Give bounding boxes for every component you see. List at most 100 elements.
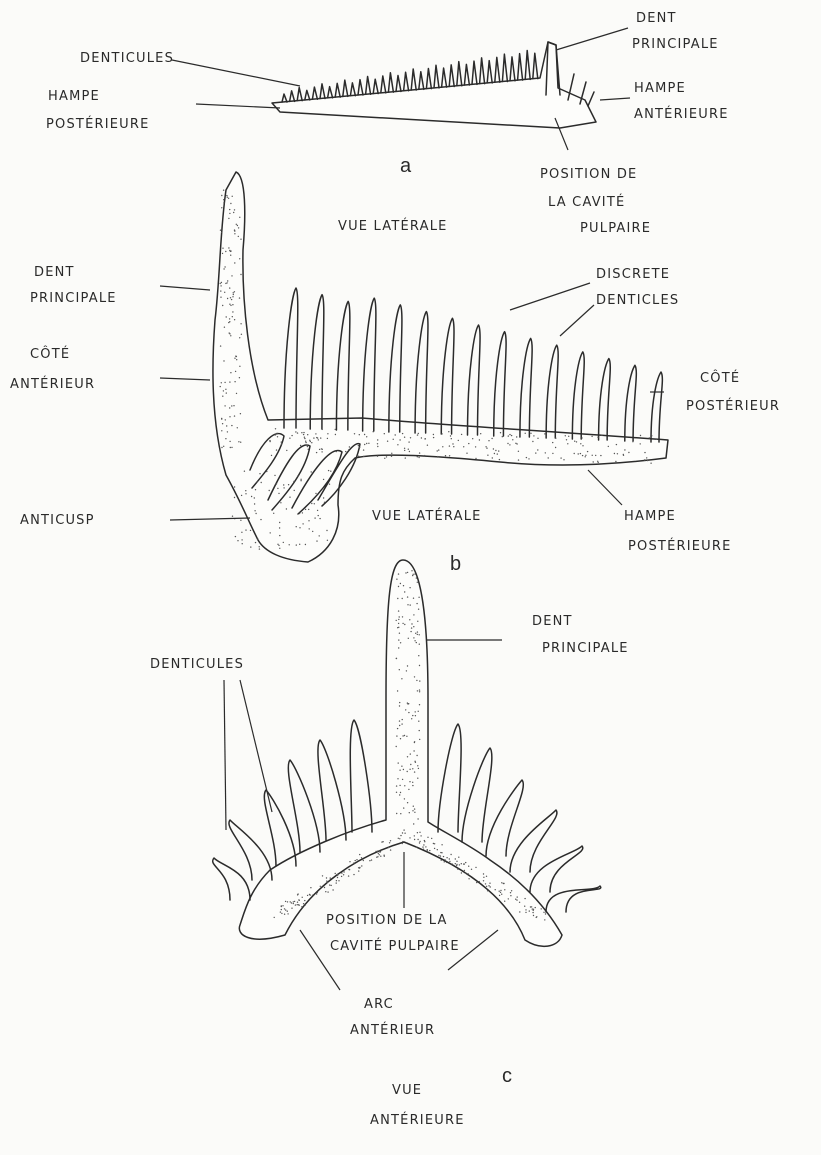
- stipple-dot: [308, 520, 309, 521]
- figure-b-denticle: [389, 305, 402, 432]
- stipple-dot: [287, 911, 288, 912]
- stipple-dot: [409, 812, 410, 813]
- stipple-dot: [407, 596, 408, 597]
- stipple-dot: [235, 371, 236, 372]
- figure-c: DENTICULES DENT PRINCIPALE POSITION DE L…: [150, 560, 629, 1128]
- stipple-dot: [366, 443, 367, 444]
- stipple-dot: [486, 876, 487, 877]
- stipple-dot: [398, 573, 399, 574]
- stipple-dot: [305, 442, 306, 443]
- stipple-dot: [231, 447, 232, 448]
- stipple-dot: [515, 443, 516, 444]
- stipple-dot: [332, 889, 333, 890]
- stipple-dot: [468, 878, 469, 879]
- stipple-dot: [640, 443, 641, 444]
- stipple-dot: [487, 455, 488, 456]
- stipple-dot: [363, 860, 364, 861]
- stipple-dot: [452, 863, 453, 864]
- stipple-dot: [353, 862, 354, 863]
- stipple-dot: [444, 861, 445, 862]
- stipple-dot: [401, 766, 402, 767]
- stipple-dot: [480, 433, 481, 434]
- stipple-dot: [446, 857, 447, 858]
- stipple-dot: [408, 638, 409, 639]
- stipple-dot: [412, 785, 413, 786]
- stipple-dot: [475, 446, 476, 447]
- stipple-dot: [308, 509, 309, 510]
- stipple-dot: [254, 503, 255, 504]
- stipple-dot: [509, 444, 510, 445]
- stipple-dot: [419, 730, 420, 731]
- stipple-dot: [311, 442, 312, 443]
- stipple-dot: [396, 792, 397, 793]
- stipple-dot: [476, 882, 477, 883]
- stipple-dot: [422, 846, 423, 847]
- stipple-dot: [399, 785, 400, 786]
- stipple-dot: [417, 832, 418, 833]
- stipple-dot: [397, 598, 398, 599]
- stipple-dot: [499, 459, 500, 460]
- stipple-dot: [228, 218, 229, 219]
- stipple-dot: [286, 450, 287, 451]
- label-c-cavite-2: CAVITÉ PULPAIRE: [330, 938, 460, 954]
- label-c-vue-1: VUE: [392, 1083, 422, 1098]
- stipple-dot: [290, 901, 291, 902]
- figure-c-denticle: [530, 846, 583, 892]
- stipple-dot: [403, 769, 404, 770]
- stipple-dot: [509, 434, 510, 435]
- stipple-dot: [269, 440, 270, 441]
- stipple-dot: [239, 217, 240, 218]
- stipple-dot: [348, 875, 349, 876]
- stipple-dot: [406, 736, 407, 737]
- stipple-dot: [532, 912, 533, 913]
- stipple-dot: [507, 443, 508, 444]
- stipple-dot: [404, 798, 405, 799]
- stipple-dot: [417, 434, 418, 435]
- stipple-dot: [277, 488, 278, 489]
- label-b-hampe-posterieure-1: HAMPE: [624, 509, 676, 524]
- stipple-dot: [232, 296, 233, 297]
- label-b-vue-laterale-bottom: VUE LATÉRALE: [372, 508, 482, 524]
- stipple-dot: [536, 916, 537, 917]
- stipple-dot: [541, 908, 542, 909]
- stipple-dot: [320, 437, 321, 438]
- stipple-dot: [236, 224, 237, 225]
- stipple-dot: [399, 705, 400, 706]
- stipple-dot: [414, 835, 415, 836]
- stipple-dot: [358, 456, 359, 457]
- stipple-dot: [632, 441, 633, 442]
- stipple-dot: [305, 509, 306, 510]
- stipple-dot: [407, 604, 408, 605]
- figure-c-denticle: [546, 886, 601, 912]
- stipple-dot: [221, 195, 222, 196]
- stipple-dot: [458, 857, 459, 858]
- stipple-dot: [479, 881, 480, 882]
- stipple-dot: [300, 480, 301, 481]
- stipple-dot: [369, 860, 370, 861]
- stipple-dot: [223, 390, 224, 391]
- stipple-dot: [600, 455, 601, 456]
- stipple-dot: [226, 392, 227, 393]
- leader-b-cote-anterieur: [160, 378, 210, 380]
- stipple-dot: [310, 441, 311, 442]
- stipple-dot: [223, 202, 224, 203]
- stipple-dot: [232, 304, 233, 305]
- stipple-dot: [371, 859, 372, 860]
- stipple-dot: [616, 444, 617, 445]
- stipple-dot: [563, 459, 564, 460]
- stipple-dot: [423, 849, 424, 850]
- stipple-dot: [592, 455, 593, 456]
- stipple-dot: [397, 778, 398, 779]
- stipple-dot: [230, 251, 231, 252]
- stipple-dot: [398, 838, 399, 839]
- stipple-dot: [566, 439, 567, 440]
- stipple-dot: [305, 441, 306, 442]
- stipple-dot: [276, 433, 277, 434]
- stipple-dot: [434, 848, 435, 849]
- stipple-dot: [229, 304, 230, 305]
- figure-c-denticle: [438, 724, 461, 832]
- stipple-dot: [221, 430, 222, 431]
- stipple-dot: [325, 891, 326, 892]
- stipple-dot: [441, 860, 442, 861]
- label-c-vue-2: ANTÉRIEURE: [370, 1112, 465, 1128]
